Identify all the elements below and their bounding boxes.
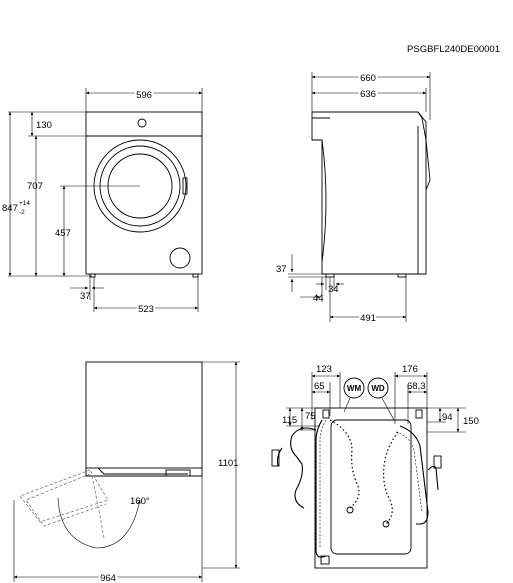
rear-view-cabinet	[314, 407, 428, 569]
height-tolerance-plus: +14	[19, 200, 30, 207]
side-foot-height-label: 37	[276, 264, 287, 275]
opened-door-outline	[19, 469, 109, 523]
front-offset-label: 44	[313, 293, 324, 304]
right-offset-inner-label: 68,3	[407, 381, 426, 392]
internal-hose-wm	[329, 419, 360, 509]
total-height-label: 847	[2, 203, 18, 214]
left-height-outer-label: 115	[282, 415, 297, 426]
internal-hose-wd	[383, 431, 399, 525]
front-view: 596 130 847 +14 -2 707 457 37 523	[2, 88, 203, 317]
wd-label: WD	[371, 384, 385, 393]
door-bottom-height-label: 457	[55, 228, 71, 239]
right-offset-outer-label: 176	[402, 364, 418, 375]
side-foot-inset-label: 34	[328, 284, 339, 295]
side-view: 660 636 37 34 44 491	[276, 71, 431, 326]
right-height-inner-label: 94	[442, 412, 453, 423]
door-swing-arc	[57, 497, 141, 549]
program-knob-icon	[137, 118, 147, 128]
total-depth-label: 1101	[218, 458, 238, 469]
left-offset-inner-label: 65	[314, 381, 325, 392]
left-height-inner-label: 75	[305, 411, 316, 422]
right-height-outer-label: 150	[463, 416, 479, 427]
foot-span-label: 523	[138, 304, 154, 315]
body-depth-label: 636	[360, 89, 376, 100]
top-view-cabinet	[85, 361, 203, 469]
front-view-cabinet	[85, 111, 203, 275]
height-tolerance-minus: -2	[19, 209, 25, 216]
drain-hose	[315, 419, 327, 558]
door-open-view: 160° 1101 964	[13, 361, 240, 583]
wm-badge	[343, 377, 365, 399]
front-width-label: 596	[136, 90, 152, 101]
side-view-cabinet	[311, 111, 427, 275]
foot-offset-label: 37	[80, 291, 91, 302]
overall-depth-label: 660	[360, 73, 376, 84]
rear-view: WM WD 123 65 115 75	[271, 364, 479, 569]
top-panel-label: 130	[36, 120, 52, 131]
left-offset-outer-label: 123	[316, 364, 332, 375]
door-angle-label: 160°	[130, 496, 150, 507]
wm-label: WM	[347, 384, 362, 393]
door-open-depth-label: 964	[100, 573, 116, 583]
inlet-hose	[399, 425, 429, 525]
drawing-code: PSGBFL240DE00001	[407, 44, 500, 55]
filter-cover	[169, 247, 191, 269]
door-center-height-label: 707	[27, 181, 43, 192]
wd-badge	[367, 377, 389, 399]
foot-depth-label: 491	[360, 313, 376, 324]
